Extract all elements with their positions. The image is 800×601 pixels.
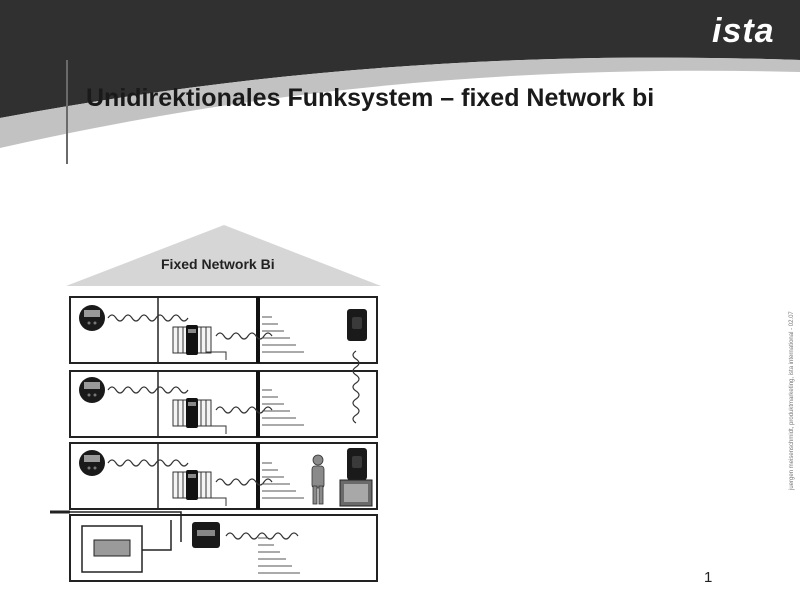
page-number: 1 [704,569,713,586]
building-diagram [50,225,381,582]
roof-label: Fixed Network Bi [161,256,275,272]
roof [66,225,381,286]
floor-3 [69,296,378,364]
header-band [0,0,800,160]
person-figure [311,454,325,505]
title-divider [66,60,68,164]
floor-2 [69,370,378,438]
floor-1 [69,442,378,510]
side-note: juergen meisenschmidt, produktmarketing,… [789,311,795,490]
slide-title: Unidirektionales Funksystem – fixed Netw… [86,84,655,112]
ista-logo: ista [712,12,775,50]
